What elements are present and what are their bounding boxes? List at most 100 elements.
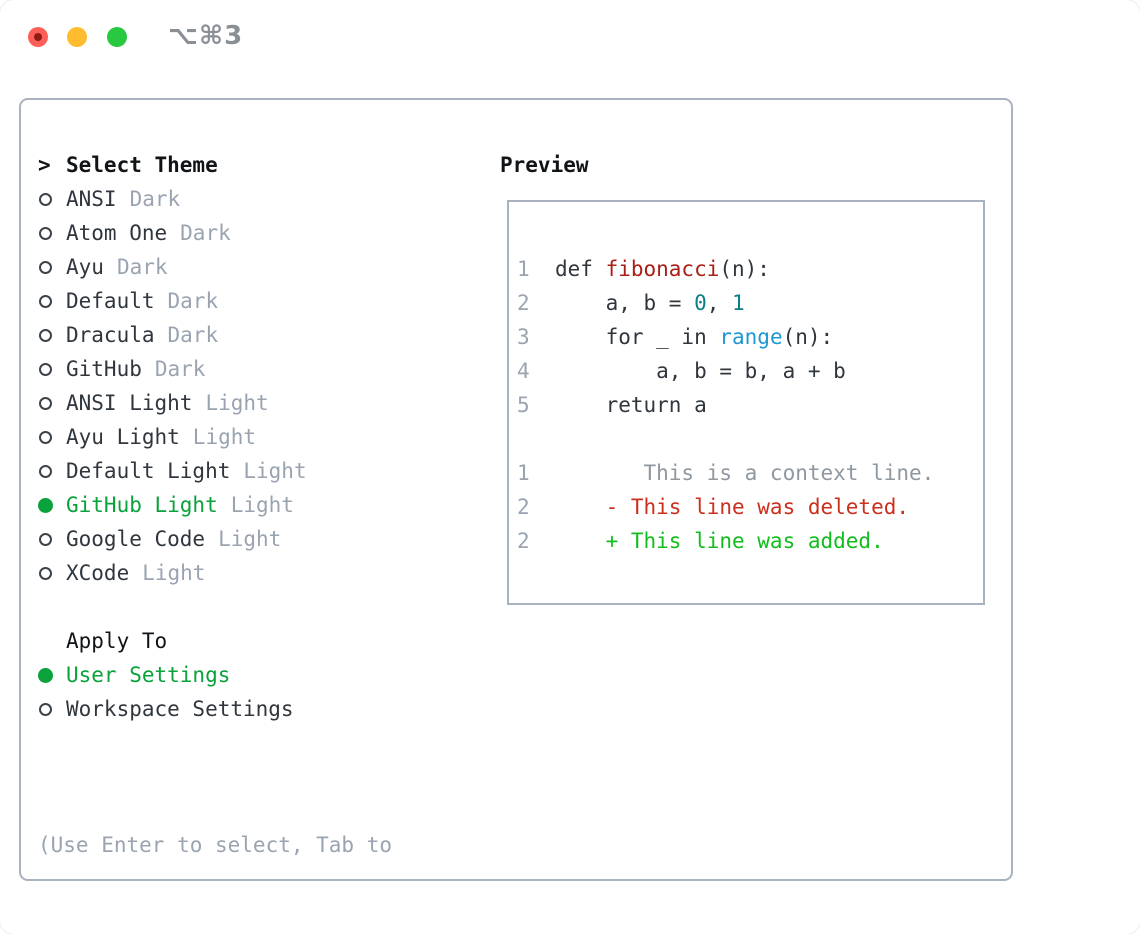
theme-name: GitHub <box>66 357 142 381</box>
theme-option[interactable]: ANSI Light Light <box>38 386 392 420</box>
theme-name: Atom One <box>66 221 168 245</box>
minimize-button[interactable] <box>67 27 87 47</box>
radio-icon <box>38 667 53 683</box>
code-content: + This line was added. <box>555 524 884 558</box>
theme-name: Ayu <box>66 255 104 279</box>
radio-icon-wrap <box>38 702 66 716</box>
theme-option[interactable]: GitHub Dark <box>38 352 392 386</box>
theme-variant: Dark <box>180 221 231 245</box>
radio-icon-wrap <box>38 532 66 546</box>
radio-icon-wrap <box>38 396 66 410</box>
radio-icon-wrap <box>38 226 66 240</box>
code-line <box>517 422 983 456</box>
code-content: a, b = 0, 1 <box>555 286 745 320</box>
token-number: 0 <box>694 291 707 315</box>
theme-option[interactable]: Default Dark <box>38 284 392 318</box>
radio-icon-wrap <box>38 566 66 580</box>
theme-list: ANSI Dark Atom One Dark Ayu Dark Default… <box>38 182 392 590</box>
line-number: 4 <box>517 359 530 383</box>
theme-name: Ayu Light <box>66 425 180 449</box>
apply-to-list: User Settings Workspace Settings <box>38 658 392 726</box>
token-text: a, b = <box>555 291 695 315</box>
theme-option[interactable]: Default Light Light <box>38 454 392 488</box>
theme-variant: Light <box>142 561 206 585</box>
radio-icon <box>39 294 52 308</box>
theme-option[interactable]: Ayu Dark <box>38 250 392 284</box>
close-button[interactable] <box>28 27 48 47</box>
code-content: return a <box>555 388 707 422</box>
radio-icon-wrap <box>38 294 66 308</box>
line-number: 2 <box>517 529 530 553</box>
theme-option[interactable]: Google Code Light <box>38 522 392 556</box>
theme-variant: Light <box>243 459 307 483</box>
unsaved-indicator-dot <box>34 33 42 41</box>
token-text: , <box>706 291 733 315</box>
code-line: 2 a, b = 0, 1 <box>517 286 983 320</box>
theme-option[interactable]: GitHub Light Light <box>38 488 392 522</box>
token-text: (n): <box>782 325 834 349</box>
token-number: 1 <box>732 291 745 315</box>
theme-name: ANSI <box>66 187 117 211</box>
theme-name: Google Code <box>66 527 206 551</box>
theme-option[interactable]: Dracula Dark <box>38 318 392 352</box>
theme-option[interactable]: ANSI Dark <box>38 182 392 216</box>
hint-line-2: change focus) <box>38 930 392 934</box>
radio-icon <box>39 328 52 342</box>
token-text: (n): <box>719 257 770 281</box>
radio-icon <box>39 260 52 274</box>
theme-name: ANSI Light <box>66 391 193 415</box>
theme-variant: Light <box>230 493 294 517</box>
radio-icon <box>39 396 52 410</box>
apply-option-name: Workspace Settings <box>66 697 294 721</box>
theme-selector-column: > Select Theme ANSI Dark Atom One Dark A… <box>38 148 392 934</box>
radio-icon <box>39 192 52 206</box>
token-text: return a <box>555 393 707 417</box>
line-number: 2 <box>517 495 530 519</box>
token-builtin: range <box>719 325 783 349</box>
theme-variant: Dark <box>167 323 219 347</box>
theme-option[interactable]: XCode Light <box>38 556 392 590</box>
theme-name: Default Light <box>66 459 231 483</box>
line-number: 3 <box>517 325 530 349</box>
apply-option-name: User Settings <box>66 663 231 687</box>
apply-to-label: Apply To <box>66 629 168 653</box>
code-line: 5 return a <box>517 388 983 422</box>
line-number <box>517 218 555 252</box>
theme-option[interactable]: Atom One Dark <box>38 216 392 250</box>
theme-variant: Dark <box>129 187 181 211</box>
preview-title: Preview <box>500 153 589 177</box>
code-line: 2 - This line was deleted. <box>517 490 983 524</box>
hint-line-1: (Use Enter to select, Tab to <box>38 833 393 857</box>
radio-icon-wrap <box>38 430 66 444</box>
theme-variant: Light <box>205 391 269 415</box>
theme-variant: Dark <box>116 255 168 279</box>
window-title: ⌥⌘3 <box>168 21 244 51</box>
radio-icon-wrap <box>38 497 66 513</box>
theme-option[interactable]: Ayu Light Light <box>38 420 392 454</box>
code-line: 2 + This line was added. <box>517 524 983 558</box>
token-context: This is a context line. <box>555 461 935 485</box>
token-text: a, b = b, a + b <box>555 359 846 383</box>
theme-variant: Light <box>192 425 257 449</box>
theme-name: Default <box>66 289 155 313</box>
code-line: 4 a, b = b, a + b <box>517 354 983 388</box>
radio-icon-wrap <box>38 667 66 683</box>
code-content: This is a context line. <box>555 456 935 490</box>
radio-icon-wrap <box>38 362 66 376</box>
token-added: + This line was added. <box>555 529 884 553</box>
line-number: 2 <box>517 291 530 315</box>
token-deleted: - This line was deleted. <box>555 495 910 519</box>
radio-icon-wrap <box>38 192 66 206</box>
radio-icon <box>39 566 52 580</box>
radio-icon <box>39 430 52 444</box>
radio-icon-wrap <box>38 260 66 274</box>
zoom-button[interactable] <box>107 27 127 47</box>
radio-icon <box>39 702 52 716</box>
code-line: 1 def fibonacci(n): <box>517 252 983 286</box>
select-theme-label: Select Theme <box>66 153 218 177</box>
radio-icon <box>39 464 52 478</box>
apply-option[interactable]: Workspace Settings <box>38 692 392 726</box>
apply-option[interactable]: User Settings <box>38 658 392 692</box>
radio-icon-wrap <box>38 464 66 478</box>
